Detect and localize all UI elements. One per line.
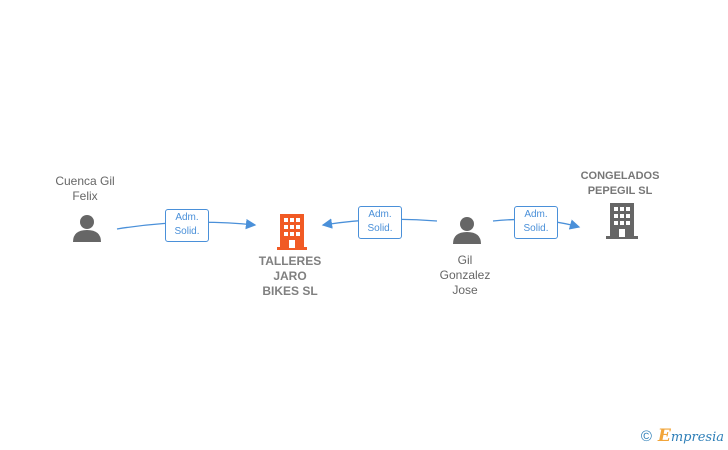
building-icon[interactable] [606,203,638,244]
person-icon[interactable] [452,216,482,249]
edge-label-line2: Solid. [174,226,200,237]
person-name-gil-gonzalez-jose[interactable]: Gil Gonzalez Jose [439,253,491,297]
company-name-talleres-jaro-bikes[interactable]: TALLERES JARO BIKES SL [258,254,322,298]
edge-label-line1: Adm. [175,212,199,223]
edge-label-jose-congelados[interactable]: Adm. Solid. [514,206,558,239]
edge-label-line2: Solid. [367,223,393,234]
edge-label-felix-talleres[interactable]: Adm. Solid. [165,209,209,242]
edge-label-jose-talleres[interactable]: Adm. Solid. [358,206,402,239]
brand-logo[interactable]: Empresia [658,426,724,446]
edge-label-line2: Solid. [523,223,549,234]
person-icon[interactable] [72,214,102,247]
building-icon[interactable] [277,214,307,255]
brand-logo-e: E [657,426,671,446]
company-name-congelados-pepegil[interactable]: CONGELADOS PEPEGIL SL [580,170,660,197]
copyright-icon: © [640,427,652,445]
edge-label-line1: Adm. [368,209,392,220]
person-name-cuenca-gil-felix[interactable]: Cuenca Gil Felix [55,174,115,203]
edge-label-line1: Adm. [524,209,548,220]
brand-logo-text: mpresia [670,430,724,445]
footer-brand: © Empresia [641,426,724,446]
